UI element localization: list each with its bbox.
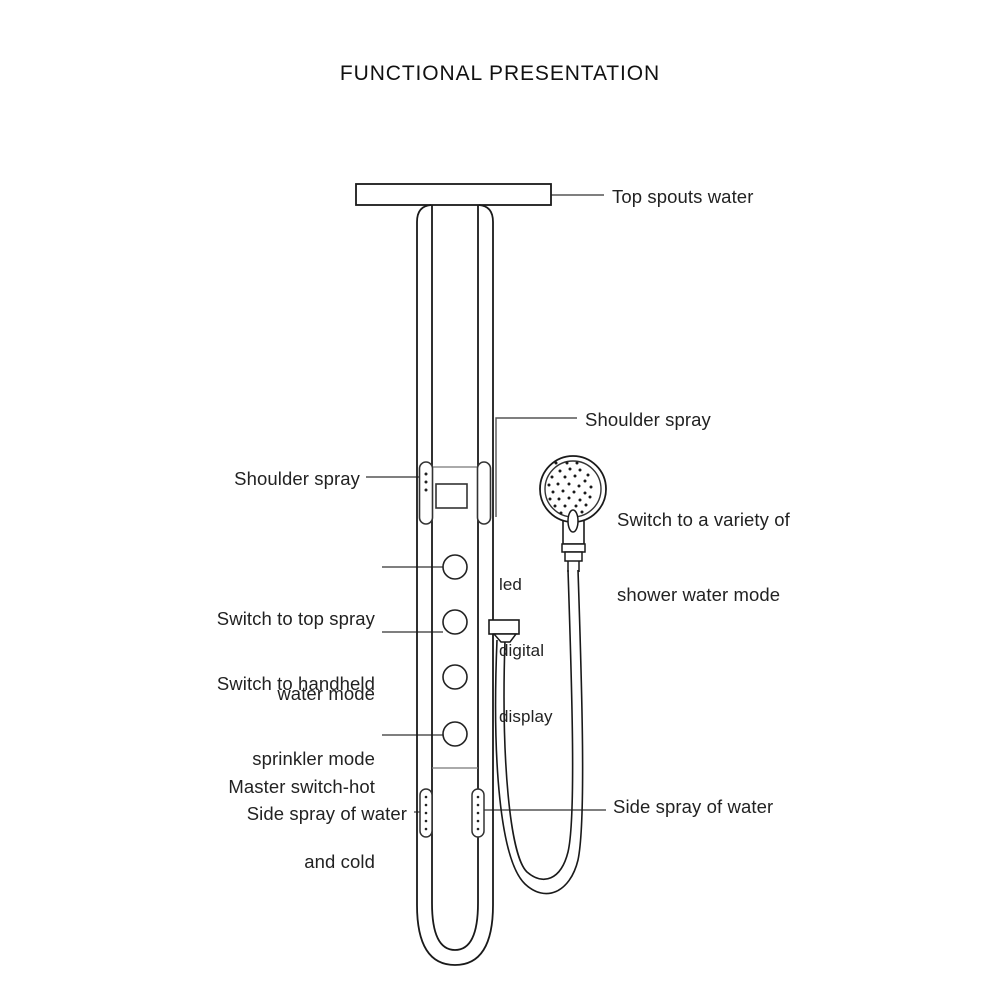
top-spout-bar (355, 183, 552, 206)
shoulder-spray-nozzle-left (418, 461, 434, 525)
callout-switch-variety-line1: Switch to a variety of (617, 509, 790, 530)
callout-side-spray-right: Side spray of water (613, 796, 774, 817)
callout-led-digital-display: led digital display (499, 530, 553, 772)
control-button-3 (442, 664, 468, 690)
shower-hose (494, 569, 584, 895)
control-button-1 (442, 554, 468, 580)
callout-master-switch: Master switch-hot and cold (20, 724, 375, 924)
callout-top-spouts-water: Top spouts water (612, 186, 754, 207)
callout-master-switch-line2: and cold (304, 851, 375, 872)
control-button-4 (442, 721, 468, 747)
shoulder-spray-nozzle-right (476, 461, 492, 525)
callout-shoulder-spray-right: Shoulder spray (585, 409, 711, 430)
page-title: FUNCTIONAL PRESENTATION (339, 62, 661, 85)
callout-led-line3: display (499, 707, 553, 726)
callout-switch-handheld-line2: sprinkler mode (252, 748, 375, 769)
led-display-panel[interactable] (435, 483, 468, 509)
callout-switch-top-spray-line2: water mode (277, 683, 375, 704)
column-panel-dividers (432, 466, 478, 769)
callout-switch-top-spray: Switch to top spray water mode (20, 556, 375, 756)
callout-switch-handheld-line1: Switch to handheld (216, 673, 375, 694)
callout-master-switch-line1: Master switch-hot (228, 776, 375, 797)
control-buttons[interactable] (442, 554, 468, 747)
handheld-shower-head (539, 455, 607, 572)
callout-switch-handheld: Switch to handheld sprinkler mode (20, 621, 375, 821)
callout-led-line2: digital (499, 641, 545, 660)
callout-led-line1: led (499, 575, 522, 594)
side-spray-nozzle-right (471, 788, 485, 838)
handheld-nozzle-dots (547, 461, 593, 515)
hose-wall-bracket (488, 619, 520, 643)
callout-switch-variety: Switch to a variety of shower water mode (617, 457, 790, 657)
side-spray-nozzle-left (419, 788, 433, 838)
callout-switch-variety-line2: shower water mode (617, 584, 781, 605)
leader-shoulder-right (495, 417, 577, 517)
callout-side-spray-left: Side spray of water (246, 803, 407, 824)
callout-switch-top-spray-line1: Switch to top spray (216, 608, 375, 629)
callout-shoulder-spray-left: Shoulder spray (234, 468, 360, 489)
shower-column (416, 204, 494, 966)
control-button-2 (442, 609, 468, 635)
